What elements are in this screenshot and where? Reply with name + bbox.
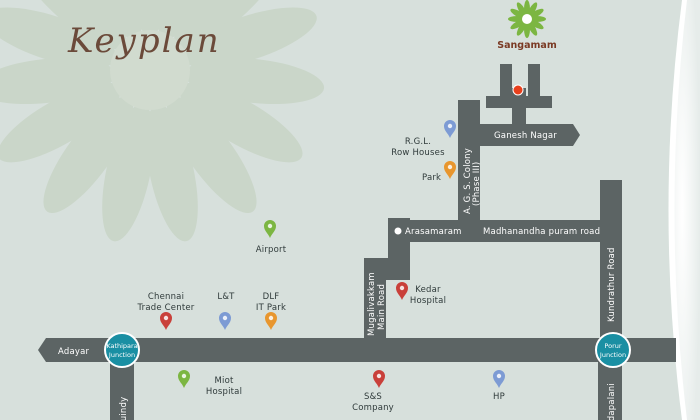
road-label-mugalivakkam-main: Main Road [377,284,387,330]
right-edge-photo-panel [668,0,700,420]
road-label-arasamaram: Arasamaram [405,227,462,237]
road-label-madhanandha: Madhanandha puram road [483,227,600,237]
road-label-ags-colony: A. G. S. Colony [463,148,473,214]
road-site-right-arm [528,64,540,108]
pin-kedar-hospital-icon [396,282,408,300]
kathipara-junction: Kathipara Junction [104,332,140,368]
label-dlf-it-park: IT Park [256,303,286,313]
pin-park-icon [444,161,456,179]
road-label-mugalivakkam: Mugalivakkam [367,272,377,336]
pin-chennai-trade-center-icon [160,312,172,330]
arasamaram-marker [394,227,402,235]
pin-airport-icon [264,220,276,238]
brand-name: Sangamam [497,40,557,51]
label-park: Park [422,173,441,183]
sangamam-logo-icon [508,0,546,38]
pin-rgl-row-houses-icon [444,120,456,138]
porur-junction-label-2: Junction [599,351,626,359]
pin-ss-company-icon [373,370,385,388]
road-label-ags-colony-phase: (Phase III) [472,162,482,206]
background-flower-decoration [0,0,325,242]
page-title: Keyplan [67,21,221,61]
porur-junction: Porur Junction [595,332,631,368]
pin-lt-icon [219,312,231,330]
pin-hp-icon [493,370,505,388]
label-airport: Airport [256,245,287,255]
porur-junction-label: Porur [604,342,621,350]
road-kundrathur [600,180,622,340]
label-dlf: DLF [263,292,280,302]
road-arasamaram [388,220,620,242]
label-ss-company: Company [352,403,394,413]
label-lt: L&T [217,292,235,302]
road-label-kundrathur: Kundrathur Road [607,247,617,322]
pin-dlf-it-park-icon [265,312,277,330]
label-chennai-trade-center: Trade Center [137,303,195,313]
kathipara-junction-label: Kathipara [106,342,137,350]
label-kedar-hospital: Hospital [410,296,446,306]
label-chennai: Chennai [148,292,184,302]
label-miot-hospital: Hospital [206,387,242,397]
road-label-guindy: Guindy [119,397,129,420]
label-rgl-row-houses: Row Houses [391,148,445,158]
label-kedar: Kedar [415,285,441,295]
road-ganesh-nagar-point [573,124,580,146]
label-ss: S&S [364,392,382,402]
road-label-adayar: Adayar [58,347,90,357]
road-adayar-left-point [38,338,46,362]
road-site-crossbar [486,96,552,108]
label-hp: HP [493,392,505,402]
kathipara-junction-label-2: Junction [108,351,135,359]
label-miot: Miot [214,376,233,386]
road-adayar-porur [46,338,676,362]
pin-miot-hospital-icon [178,370,190,388]
road-label-ganesh-nagar: Ganesh Nagar [494,131,557,141]
road-site-left-arm [500,64,512,108]
road-label-vadapalani: Vadapalani [607,383,617,420]
site-location-marker [512,84,524,96]
label-rgl: R.G.L. [405,137,431,147]
road-ganesh-nagar [458,124,573,146]
